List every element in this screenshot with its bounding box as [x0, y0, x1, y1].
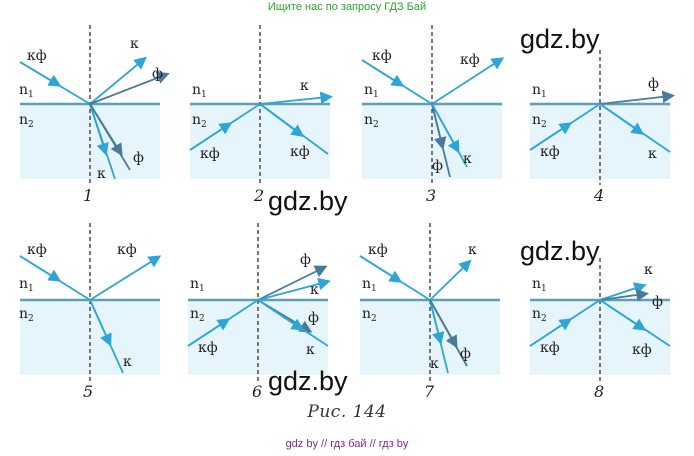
label-k: к [468, 242, 477, 258]
panel-number: 8 [594, 382, 604, 401]
label-kf: кф [632, 342, 652, 358]
diagram-panel-6: ф к n1 n2 ф кф к 6 [178, 218, 348, 418]
watermark: gdz.by [520, 24, 600, 54]
label-n2: n2 [532, 306, 547, 324]
refracted-ray-f [599, 288, 649, 302]
diagram-panel-3: кф кф n1 n2 ф к 3 [350, 20, 520, 220]
reflected-ray-f [89, 71, 170, 105]
reflected-ray-kf [89, 255, 162, 301]
refracted-ray-k [257, 277, 331, 301]
panel-number: 7 [424, 382, 435, 401]
label-k: к [644, 262, 653, 278]
label-kf: кф [368, 242, 388, 258]
label-kf: кф [117, 242, 137, 258]
diagram-panel-5: кф кф n1 n2 к 5 [5, 218, 175, 418]
watermark: gdz.by [520, 236, 600, 266]
label-k: к [123, 354, 132, 370]
label-n1: n1 [532, 276, 547, 294]
reflected-ray-kf [431, 57, 505, 105]
label-k: к [130, 36, 139, 52]
label-f: ф [133, 150, 144, 166]
panel-number: 1 [83, 186, 93, 205]
panel-number: 5 [83, 382, 93, 401]
reflected-ray-k [89, 56, 147, 105]
diagram-panel-7: кф к n1 n2 к ф 7 [350, 218, 520, 418]
label-kf: кф [27, 242, 47, 258]
diagram-panel-1: кф к ф n1 n2 к ф 1 [5, 20, 175, 220]
panel-number: 3 [426, 186, 436, 205]
label-n2: n2 [364, 112, 379, 130]
label-f: ф [652, 294, 663, 310]
label-n1: n1 [19, 276, 34, 294]
label-f: ф [648, 76, 659, 92]
label-kf: кф [290, 144, 310, 160]
label-n2: n2 [192, 112, 207, 130]
label-kf: кф [540, 144, 560, 160]
refracted-ray-k [599, 282, 647, 301]
label-kf: кф [198, 340, 218, 356]
watermark: gdz.by [268, 186, 348, 216]
label-n2: n2 [190, 306, 205, 324]
label-k: к [310, 282, 319, 298]
panel-number: 6 [252, 382, 262, 401]
footer-note: gdz by // гдз бай // гдз by [285, 438, 409, 450]
label-kf: кф [540, 340, 560, 356]
label-kf: кф [27, 48, 47, 64]
label-n2: n2 [19, 112, 34, 130]
reflected-ray-k [429, 259, 472, 301]
diagram-panel-4: ф n1 n2 кф к 4 [520, 20, 690, 220]
header-note: Ищите нас по запросу ГДЗ Бай [267, 1, 427, 13]
label-n1: n1 [364, 82, 379, 100]
label-n1: n1 [190, 276, 205, 294]
label-n2: n2 [19, 306, 34, 324]
label-f: ф [432, 158, 443, 174]
label-k: к [300, 78, 309, 94]
label-n1: n1 [362, 276, 377, 294]
panel-number: 4 [593, 186, 604, 205]
label-k: к [97, 166, 106, 182]
label-kf: кф [372, 48, 392, 64]
figure-caption: Рис. 144 [307, 402, 387, 422]
refracted-ray-f [599, 90, 676, 105]
label-n1: n1 [532, 82, 547, 100]
label-n1: n1 [19, 82, 34, 100]
label-n1: n1 [192, 82, 207, 100]
label-kf: кф [200, 146, 220, 162]
label-n2: n2 [532, 112, 547, 130]
label-n2: n2 [362, 306, 377, 324]
label-f: ф [460, 346, 471, 362]
refracted-ray-k [259, 91, 334, 105]
panel-number: 2 [253, 186, 264, 205]
label-f: ф [308, 310, 319, 326]
diagram-panel-2: к n1 n2 кф кф 2 [178, 20, 348, 220]
label-f: ф [152, 66, 163, 82]
label-f: ф [300, 252, 311, 268]
label-kf: кф [460, 52, 480, 68]
watermark: gdz.by [268, 366, 348, 396]
label-k: к [430, 356, 439, 372]
label-k: к [306, 342, 315, 358]
label-k: к [463, 151, 472, 167]
label-k: к [648, 146, 657, 162]
diagram-panel-8: к ф n1 n2 кф кф 8 [520, 218, 690, 418]
refracted-ray-f [257, 265, 328, 301]
